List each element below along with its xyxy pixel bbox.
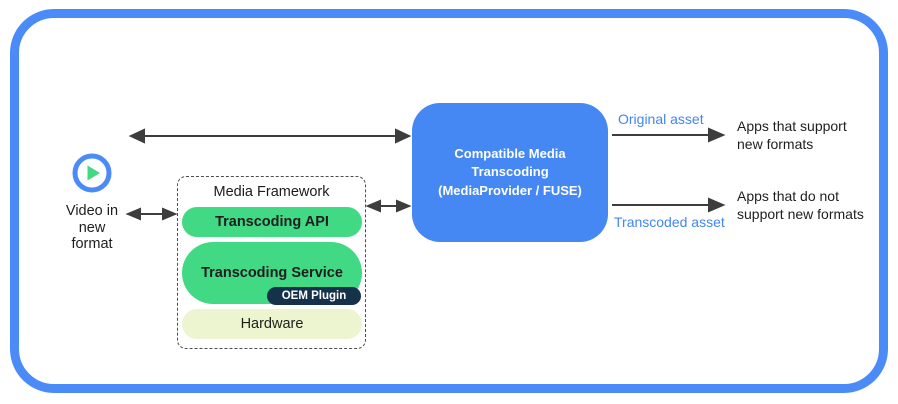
oem-plugin-label: OEM Plugin (281, 290, 347, 302)
oem-plugin-badge: OEM Plugin (267, 287, 361, 305)
media-framework-box: Media Framework Transcoding API Transcod… (177, 176, 366, 349)
transcoded-asset-label: Transcoded asset (614, 214, 725, 230)
media-framework-title: Media Framework (213, 184, 330, 200)
play-icon (72, 153, 112, 193)
hardware-layer: Hardware (182, 309, 362, 339)
hardware-label: Hardware (240, 316, 304, 332)
transcoding-service-label: Transcoding Service (201, 265, 343, 281)
apps-not-support-new-formats-label: Apps that do not support new formats (737, 188, 864, 222)
original-asset-label: Original asset (618, 111, 704, 127)
apps-support-new-formats-label: Apps that support new formats (737, 118, 847, 152)
video-source-label: Video in new format (65, 203, 119, 252)
transcoding-api-layer: Transcoding API (182, 207, 362, 237)
transcoding-api-label: Transcoding API (215, 214, 329, 230)
compatible-media-transcoding-box: Compatible Media Transcoding (MediaProvi… (412, 103, 608, 242)
outer-frame (10, 9, 888, 393)
